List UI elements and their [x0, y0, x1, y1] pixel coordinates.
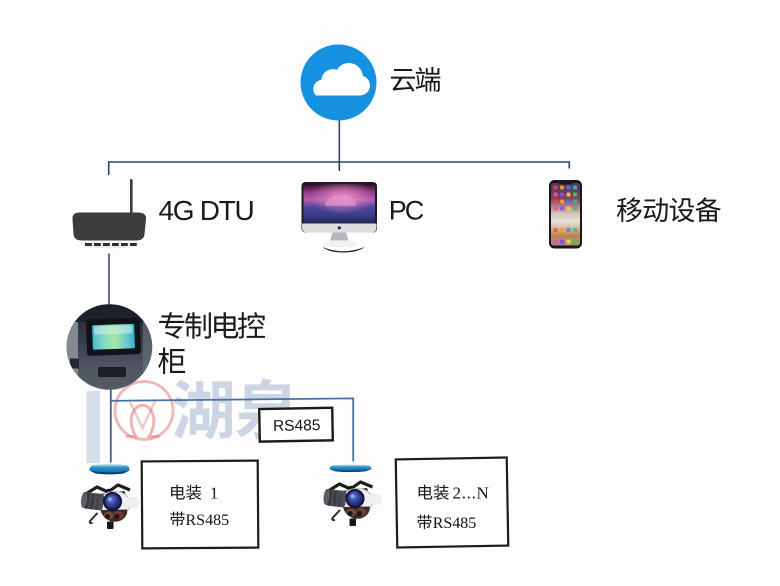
- svg-text:RS485: RS485: [186, 512, 230, 529]
- svg-text:2...N: 2...N: [453, 484, 490, 503]
- svg-text:RS485: RS485: [433, 515, 477, 532]
- svg-text:1: 1: [210, 484, 218, 503]
- svg-text:RS485: RS485: [273, 417, 321, 435]
- svg-text:PC: PC: [389, 196, 424, 226]
- svg-text:4G DTU: 4G DTU: [159, 195, 254, 226]
